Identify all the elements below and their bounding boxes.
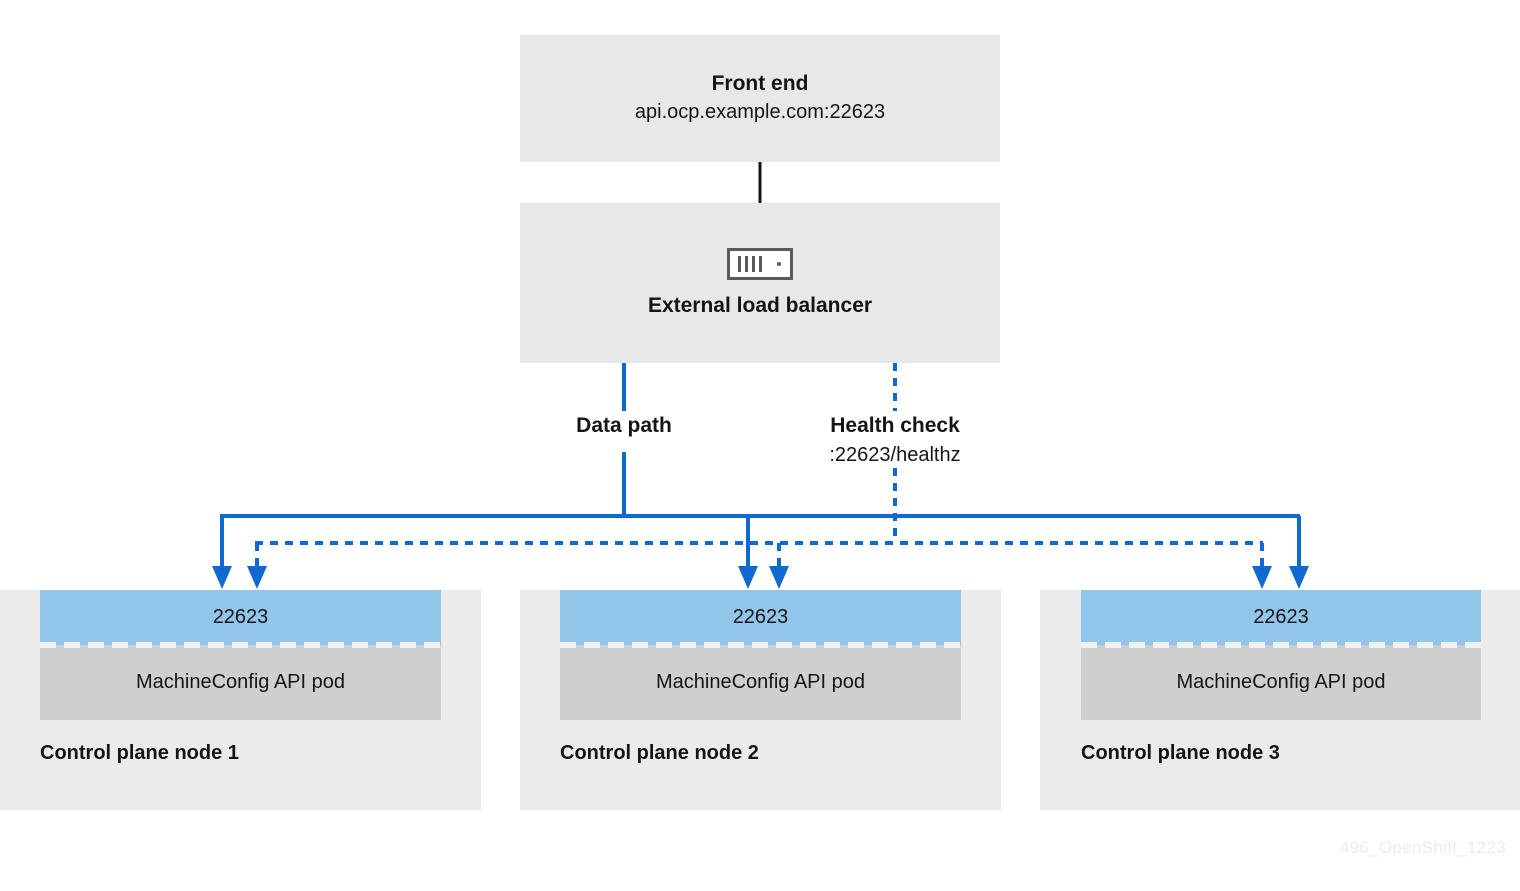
node-3-inner: 22623 MachineConfig API pod: [1081, 590, 1481, 720]
frontend-box: Front end api.ocp.example.com:22623: [520, 35, 1000, 162]
health-check-arrow-node2: [769, 566, 789, 589]
lb-icon-bar: [745, 256, 748, 272]
data-path-arrow-node2: [738, 566, 758, 589]
data-path-label: Data path: [494, 411, 754, 441]
frontend-title: Front end: [711, 72, 809, 96]
load-balancer-box: External load balancer: [520, 203, 1000, 363]
health-check-label-sub: :22623/healthz: [829, 444, 961, 467]
node-3-label: Control plane node 3: [1081, 742, 1280, 764]
frontend-address: api.ocp.example.com:22623: [634, 100, 886, 123]
node-2-label: Control plane node 2: [560, 742, 759, 764]
node-3-port-label: 22623: [1253, 606, 1309, 628]
health-check-arrow-node3: [1252, 566, 1272, 589]
control-plane-node-1: 22623 MachineConfig API pod Control plan…: [0, 590, 481, 810]
node-3-pod-box: MachineConfig API pod: [1081, 645, 1481, 720]
node-1-label: Control plane node 1: [40, 742, 239, 764]
watermark: 496_OpenShift_1223: [1339, 838, 1506, 857]
lb-icon-bar: [759, 256, 762, 272]
node-2-inner: 22623 MachineConfig API pod: [560, 590, 961, 720]
health-check-arrow-node1: [247, 566, 267, 589]
node-2-pod-label: MachineConfig API pod: [655, 671, 866, 693]
node-1-pod-box: MachineConfig API pod: [40, 645, 441, 720]
node-3-pod-label: MachineConfig API pod: [1176, 671, 1386, 693]
node-2-port-band: 22623: [560, 590, 961, 648]
health-check-label-main: Health check: [830, 414, 960, 437]
node-1-pod-label: MachineConfig API pod: [135, 671, 346, 693]
lb-icon-dot: [777, 262, 781, 266]
node-3-port-divider: [1081, 642, 1481, 648]
load-balancer-label: External load balancer: [647, 294, 873, 317]
lb-icon-bar: [752, 256, 755, 272]
control-plane-node-3: 22623 MachineConfig API pod Control plan…: [1040, 590, 1520, 810]
lb-icon-bar: [738, 256, 741, 272]
node-1-port-band: 22623: [40, 590, 441, 648]
control-plane-node-2: 22623 MachineConfig API pod Control plan…: [520, 590, 1001, 810]
node-2-port-label: 22623: [732, 606, 789, 628]
node-1-port-divider: [40, 642, 441, 648]
data-path-arrow-node1: [212, 566, 232, 589]
health-check-label: Health check :22623/healthz: [765, 411, 1025, 470]
node-1-inner: 22623 MachineConfig API pod: [40, 590, 441, 720]
load-balancer-icon: [727, 248, 793, 280]
node-3-port-band: 22623: [1081, 590, 1481, 648]
node-2-pod-box: MachineConfig API pod: [560, 645, 961, 720]
data-path-arrow-node3: [1289, 566, 1309, 589]
data-path-label-main: Data path: [576, 414, 672, 437]
node-1-port-label: 22623: [212, 606, 269, 628]
node-2-port-divider: [560, 642, 961, 648]
